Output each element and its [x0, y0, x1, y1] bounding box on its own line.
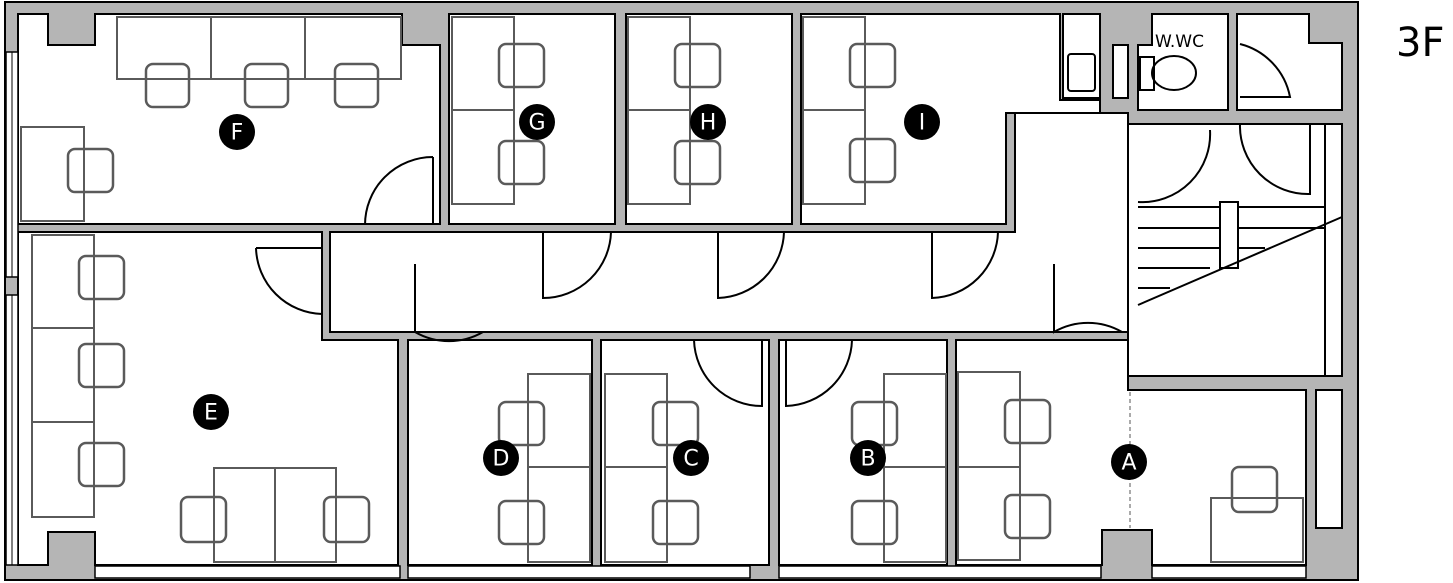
svg-text:E: E [204, 401, 218, 426]
svg-text:G: G [528, 111, 545, 136]
room-marker-i: I [904, 104, 940, 140]
pipe-shaft [1112, 44, 1129, 99]
corridor [329, 112, 1129, 333]
room-marker-h: H [690, 104, 726, 140]
restroom-2 [1236, 13, 1343, 111]
svg-text:F: F [231, 121, 244, 146]
room-marker-c: C [673, 440, 709, 476]
stairs [1137, 124, 1343, 376]
room-marker-g: G [519, 104, 555, 140]
svg-text:B: B [860, 447, 875, 472]
svg-text:C: C [683, 447, 698, 472]
svg-text:I: I [919, 111, 926, 136]
doors [255, 43, 1311, 408]
room-marker-f: F [219, 114, 255, 150]
toilet-tank [1139, 56, 1155, 91]
room-marker-a: A [1111, 444, 1147, 480]
svg-text:D: D [493, 447, 510, 472]
sink [1067, 53, 1096, 92]
room-marker-d: D [483, 440, 519, 476]
restroom [1137, 13, 1229, 111]
restroom-label: W.WC [1155, 32, 1204, 52]
furniture [20, 16, 1304, 563]
room-marker-b: B [850, 440, 886, 476]
floor-label: 3F [1396, 20, 1444, 66]
svg-text:H: H [700, 111, 717, 136]
closet [1315, 389, 1343, 529]
windows [5, 51, 1307, 579]
room-marker-e: E [193, 394, 229, 430]
svg-text:A: A [1121, 451, 1136, 476]
toilet-icon [1151, 55, 1197, 91]
